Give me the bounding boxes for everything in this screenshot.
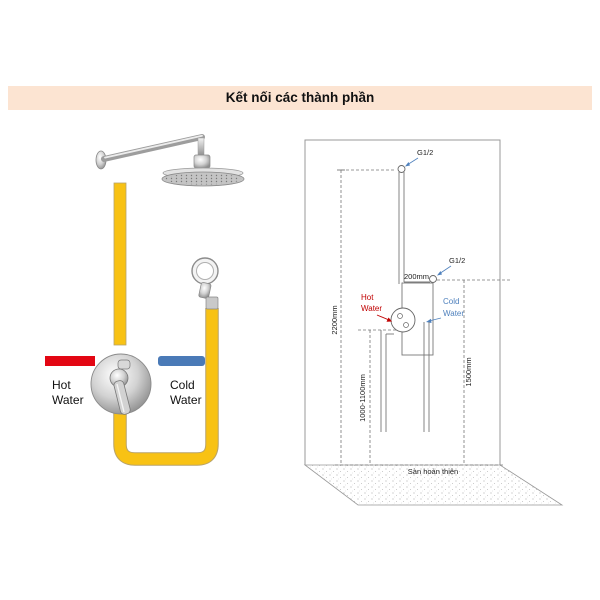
overhead-supply-pipe bbox=[113, 182, 127, 346]
cold-water-label-line1: Cold bbox=[443, 297, 459, 306]
overhead-thread-label: G1/2 bbox=[417, 148, 433, 157]
shower-arm-highlight bbox=[104, 134, 203, 159]
dimension-outlet-label: 1500mm bbox=[464, 357, 473, 386]
hand-shower-outlet-fitting bbox=[429, 275, 437, 283]
cold-water-label-line2: Water bbox=[443, 309, 464, 318]
mixer-lever-highlight bbox=[116, 383, 125, 413]
overhead-thread-arrowhead bbox=[405, 162, 410, 167]
finished-floor-label: Sàn hoàn thiện bbox=[408, 467, 458, 476]
shower-arm-drop bbox=[197, 137, 205, 157]
hot-water-label-line2: Water bbox=[52, 393, 84, 407]
hot-water-label-line1: Hot bbox=[52, 378, 71, 392]
hot-water-inlet bbox=[45, 356, 95, 366]
holder-ring-inner bbox=[196, 262, 214, 280]
hose-connector bbox=[198, 282, 212, 299]
cold-water-inlet bbox=[158, 356, 205, 366]
hand-shower-holder bbox=[191, 257, 219, 310]
shower-arm bbox=[101, 134, 205, 162]
dimension-mixer-label: 1000-1100mm bbox=[358, 374, 367, 422]
hot-water-label-line2: Water bbox=[361, 304, 382, 313]
shower-head-connector bbox=[193, 154, 211, 169]
wall-outline bbox=[304, 139, 501, 465]
overhead-outlet-fitting bbox=[397, 165, 406, 173]
offset-label: 200mm bbox=[404, 272, 429, 281]
section-title: Kết nối các thành phần bbox=[8, 86, 592, 110]
dimension-2200-label: 2200mm bbox=[330, 305, 339, 334]
shower-head-nozzles bbox=[165, 173, 241, 185]
hot-water-arrowhead bbox=[386, 317, 392, 322]
overhead-shower bbox=[95, 134, 245, 187]
cold-water-label-line2: Water bbox=[170, 393, 202, 407]
mixer-valve-upper bbox=[397, 313, 403, 319]
cold-water-label-line1: Cold bbox=[170, 378, 195, 392]
cold-water-arrowhead bbox=[426, 318, 432, 323]
hot-water-label-line1: Hot bbox=[361, 293, 374, 302]
product-illustration: Hot Water Cold Water bbox=[45, 134, 245, 466]
diverter-knob bbox=[117, 359, 131, 370]
outlet-thread-label: G1/2 bbox=[449, 256, 465, 265]
mixer-valve-lower bbox=[403, 322, 409, 328]
outlet-thread-arrowhead bbox=[437, 271, 442, 276]
installation-drawing: Sàn hoàn thiện 2200mm G1/2 200mm G1/2 Ho… bbox=[303, 139, 564, 506]
wall-outlet-connector bbox=[205, 296, 219, 310]
hand-shower-supply-pipe bbox=[114, 308, 218, 465]
mixer-body bbox=[390, 307, 416, 333]
hot-water-arrow bbox=[376, 314, 390, 321]
concealed-mixer bbox=[90, 353, 152, 415]
